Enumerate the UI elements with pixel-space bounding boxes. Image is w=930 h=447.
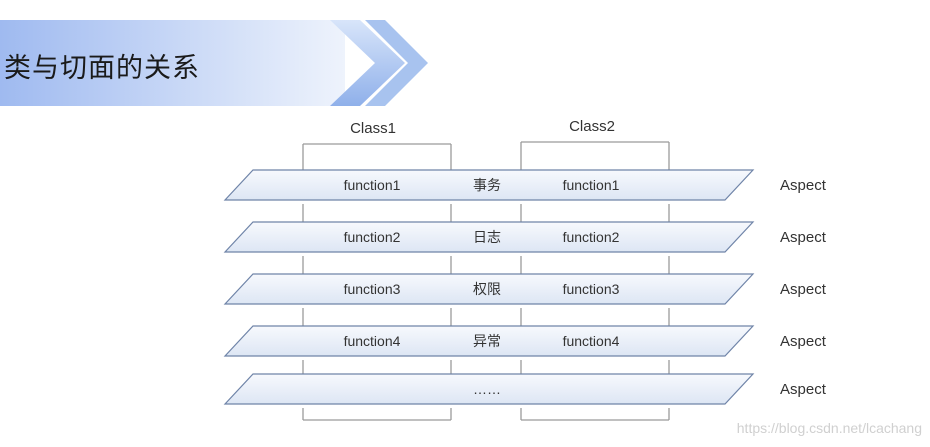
- watermark: https://blog.csdn.net/lcachang: [736, 420, 922, 436]
- class1-function-label: function1: [344, 177, 401, 193]
- aspect-plane: [223, 221, 755, 253]
- aspect-layer-3: function3 权限 function3 Aspect: [223, 273, 827, 305]
- concern-label: 权限: [473, 281, 501, 297]
- aspect-plane: [223, 373, 755, 405]
- aspect-label: Aspect: [780, 281, 827, 298]
- class2-function-label: function2: [563, 229, 620, 245]
- banner-graphic: [0, 20, 428, 106]
- aspect-label: Aspect: [780, 333, 827, 350]
- concern-label: 事务: [473, 177, 501, 193]
- chevron-arrow-icon-2: [365, 20, 428, 106]
- aspect-plane: [223, 169, 755, 201]
- chevron-arrow-icon: [330, 20, 405, 106]
- aspect-layer-5: …… Aspect: [223, 373, 827, 405]
- aspect-layer-2: function2 日志 function2 Aspect: [223, 221, 827, 253]
- aspect-label: Aspect: [780, 229, 827, 246]
- class1-label: Class1: [350, 120, 396, 137]
- concern-label: 日志: [473, 229, 501, 245]
- aspect-plane: [223, 325, 755, 357]
- aspect-label: Aspect: [780, 381, 827, 398]
- class1-function-label: function3: [344, 281, 401, 297]
- class2-label: Class2: [569, 118, 615, 135]
- class1-function-label: function4: [344, 333, 401, 349]
- class2-function-label: function1: [563, 177, 620, 193]
- class2-function-label: function3: [563, 281, 620, 297]
- class2-function-label: function4: [563, 333, 620, 349]
- aspect-label: Aspect: [780, 177, 827, 194]
- aspect-layer-1: function1 事务 function1 Aspect: [223, 169, 827, 201]
- concern-label: 异常: [473, 333, 501, 349]
- concern-label: ……: [473, 381, 501, 397]
- class1-function-label: function2: [344, 229, 401, 245]
- banner-bar: [0, 20, 345, 106]
- page-title: 类与切面的关系: [4, 53, 200, 84]
- aspect-layer-4: function4 异常 function4 Aspect: [223, 325, 827, 357]
- aspect-plane: [223, 273, 755, 305]
- title-banner: 类与切面的关系: [0, 20, 430, 106]
